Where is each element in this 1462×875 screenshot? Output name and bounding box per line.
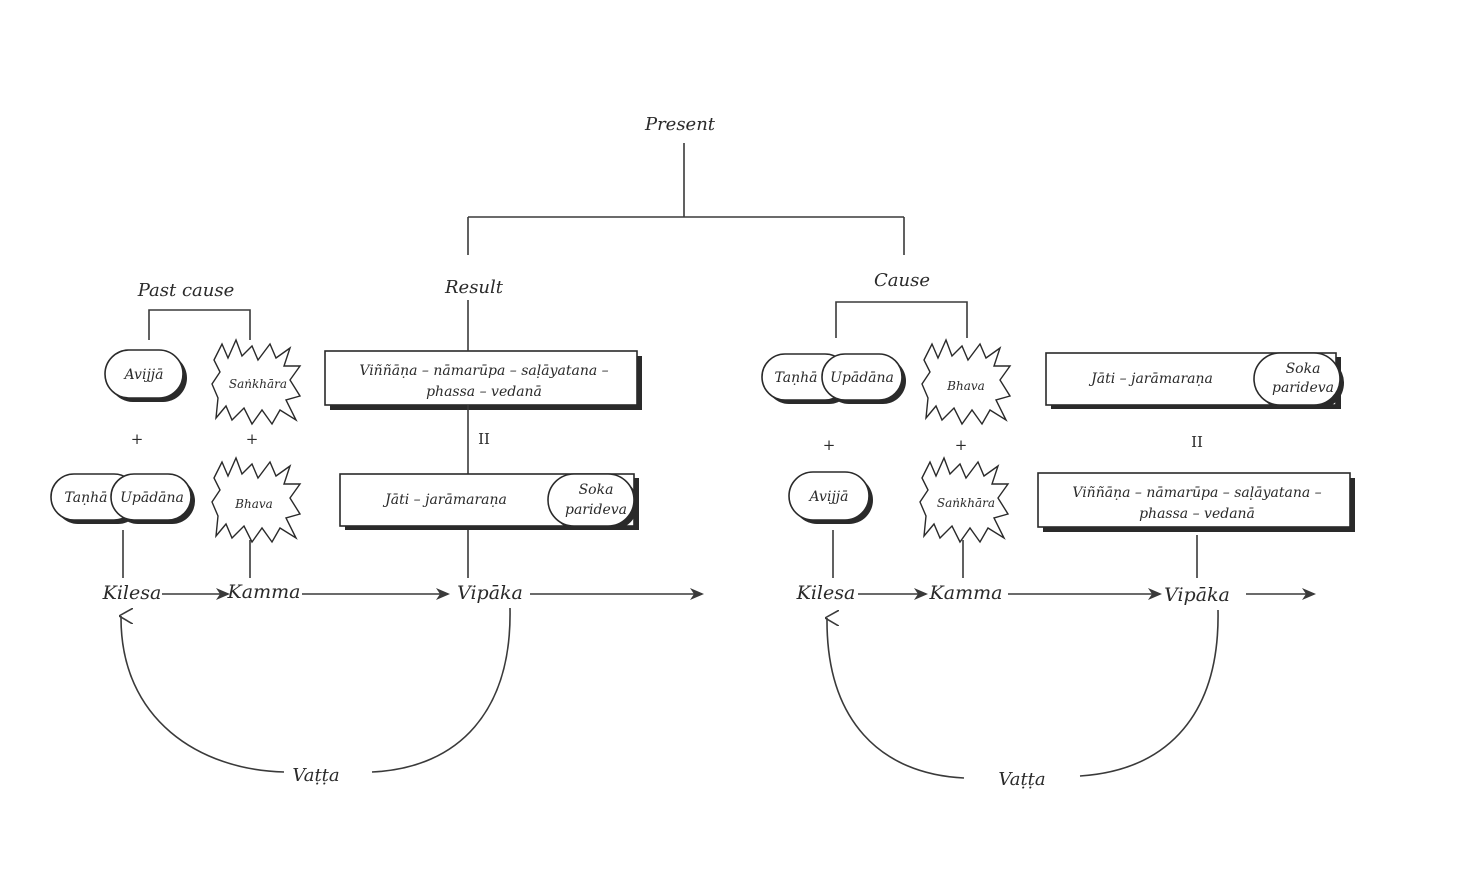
right-avijja-text: Avijjā — [808, 489, 849, 505]
left-plus-2: + — [246, 430, 259, 448]
result-label: Result — [444, 277, 504, 298]
left-kamma: Kamma — [227, 581, 301, 603]
right-bhava-text: Bhava — [946, 379, 985, 393]
left-result-line1: Viññāṇa – nāmarūpa – saḷāyatana – — [359, 363, 608, 379]
present-label: Present — [644, 114, 716, 135]
right-upadana-text: Upādāna — [830, 370, 894, 386]
right-plus-1: + — [823, 436, 836, 454]
right-vatta-arc-left — [827, 618, 965, 779]
left-tanha-upadana-ovals: Taṇhā Upādāna — [50, 473, 195, 524]
left-soka-line1: Soka — [579, 482, 614, 498]
past-cause-label: Past cause — [137, 280, 235, 301]
right-plus-2: + — [955, 436, 968, 454]
left-avijja-text: Avijjā — [123, 367, 164, 383]
right-equals: II — [1191, 433, 1203, 451]
right-kamma: Kamma — [929, 582, 1003, 604]
right-bottom-connectors — [832, 530, 1198, 578]
left-bottom-connectors — [122, 530, 469, 578]
right-tanha-text: Taṇhā — [775, 370, 818, 386]
left-vatta: Vaṭṭa — [292, 765, 339, 786]
left-jati-box: Jāti – jarāmaraṇa Soka parideva — [339, 473, 639, 530]
right-tanha-upadana-ovals: Taṇhā Upādāna — [761, 353, 906, 404]
left-vipaka: Vipāka — [457, 582, 523, 604]
right-jati-text: Jāti – jarāmaraṇa — [1088, 371, 1213, 387]
right-soka-line1: Soka — [1286, 361, 1321, 377]
right-jati-box: Jāti – jarāmaraṇa Soka parideva — [1045, 352, 1344, 409]
right-result-line2: phassa – vedanā — [1139, 506, 1255, 522]
left-vatta-arc-right — [371, 607, 511, 773]
left-plus-1: + — [131, 430, 144, 448]
cause-bracket — [835, 301, 968, 338]
right-sankhara-burst: Saṅkhāra — [919, 456, 1010, 544]
right-result-line1: Viññāṇa – nāmarūpa – saḷāyatana – — [1072, 485, 1321, 501]
right-avijja-oval: Avijjā — [788, 471, 873, 524]
past-cause-bracket — [148, 309, 251, 340]
left-bhava-burst: Bhava — [211, 456, 302, 544]
left-result-line2: phassa – vedanā — [426, 384, 542, 400]
left-upadana-text: Upādāna — [120, 490, 184, 506]
right-sankhara-text: Saṅkhāra — [937, 496, 995, 510]
right-bhava-burst: Bhava — [921, 338, 1012, 426]
right-vatta-arc-right — [1079, 609, 1219, 777]
left-avijja-oval: Avijjā — [104, 349, 187, 402]
left-equals: II — [478, 430, 490, 448]
right-kilesa: Kilesa — [796, 582, 856, 604]
left-bhava-text: Bhava — [234, 497, 273, 511]
left-result-box: Viññāṇa – nāmarūpa – saḷāyatana – phassa… — [324, 350, 642, 410]
right-result-box: Viññāṇa – nāmarūpa – saḷāyatana – phassa… — [1037, 472, 1355, 532]
right-soka-line2: parideva — [1272, 380, 1334, 396]
right-vatta: Vaṭṭa — [998, 769, 1045, 790]
present-tree-connector — [467, 143, 905, 255]
left-jati-text: Jāti – jarāmaraṇa — [382, 492, 507, 508]
left-vatta-arc-left — [121, 616, 285, 773]
cause-label: Cause — [874, 270, 930, 291]
left-tanha-text: Taṇhā — [65, 490, 108, 506]
left-sankhara-burst: Saṅkhāra — [211, 338, 302, 426]
right-vipaka: Vipāka — [1164, 584, 1230, 606]
left-kilesa: Kilesa — [102, 582, 162, 604]
left-soka-line2: parideva — [565, 502, 627, 518]
left-sankhara-text: Saṅkhāra — [229, 377, 287, 391]
